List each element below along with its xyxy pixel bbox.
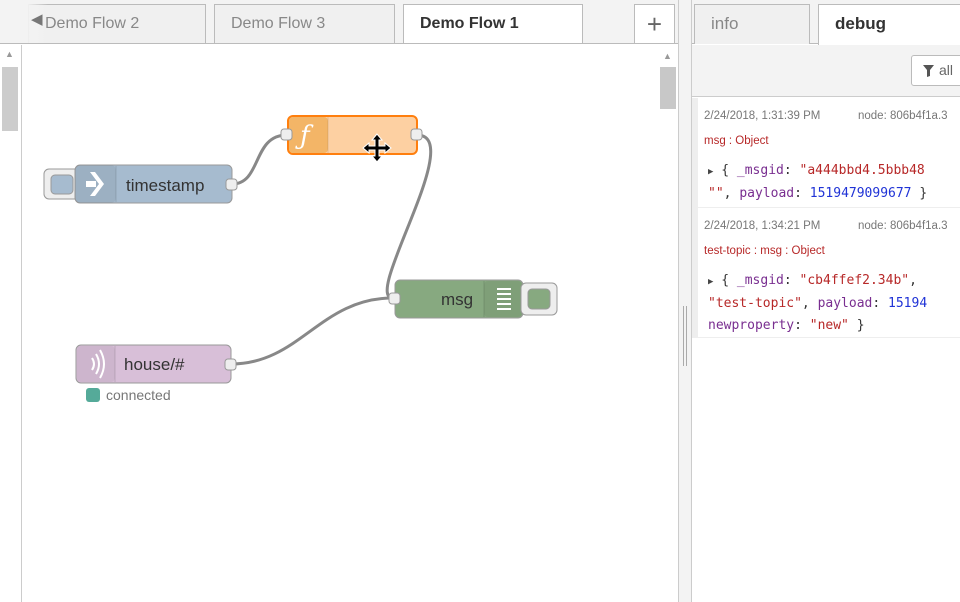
message-body[interactable]: ▶ { _msgid: "cb4ffef2.34b", "test-topic"… [708,273,928,333]
input-port[interactable] [388,292,401,305]
node-label: timestamp [126,176,204,195]
sidebar-tab-bar: info debug [692,0,960,45]
debug-filter-button[interactable]: all [911,55,960,86]
wire-function-msg[interactable] [385,133,433,300]
workspace-vertical-scrollbar[interactable]: ▲ [658,45,678,602]
message-node-link[interactable]: node: 806b4f1a.3 [858,220,948,232]
tab-label: Demo Flow 2 [45,15,140,32]
tab-label: info [711,14,739,33]
status-dot-icon [86,388,100,402]
sidebar: info debug all 2/24/2018, 1:31:39 PM nod… [692,0,960,602]
arrow-in-icon [86,172,104,196]
message-node-link[interactable]: node: 806b4f1a.3 [858,110,948,122]
message-timestamp: 2/24/2018, 1:31:39 PM [704,110,821,122]
wire-mqtt-msg[interactable] [230,296,394,366]
scroll-thumb[interactable] [660,67,676,109]
sidebar-splitter[interactable] [678,0,692,602]
message-body[interactable]: ▶ { _msgid: "a444bbd4.5bbb48 "", payload… [708,163,928,201]
node-label: house/# [124,355,185,374]
message-timestamp: 2/24/2018, 1:34:21 PM [704,220,821,232]
tab-label: debug [835,14,886,33]
flow-workspace[interactable]: ▲ timestamp ƒ [0,45,678,602]
debug-list-icon [497,288,511,310]
tab-scroll-left-button[interactable]: ◀ [0,0,48,43]
filter-label: all [939,62,954,78]
filter-icon [923,65,934,77]
mqtt-in-node[interactable]: house/# connected [75,344,237,403]
tab-label: Demo Flow 3 [231,15,326,32]
message-topic: test-topic : msg : Object [704,245,825,257]
bridge-icon [91,349,105,379]
debug-toolbar: all [692,45,960,97]
output-port[interactable] [224,358,237,371]
tab-debug[interactable]: debug [818,4,960,45]
function-icon: ƒ [295,121,314,151]
move-cursor-icon [362,133,392,163]
tab-label: Demo Flow 1 [420,15,519,32]
output-port[interactable] [225,178,238,191]
debug-message-list: 2/24/2018, 1:31:39 PM node: 806b4f1a.3 m… [692,98,960,338]
node-label: msg [441,290,473,309]
inject-node-timestamp[interactable]: timestamp [43,164,238,204]
node-status: connected [106,387,171,403]
caret-left-icon: ◀ [31,11,43,28]
expand-caret-icon[interactable]: ▶ [708,167,714,177]
expand-caret-icon[interactable]: ▶ [708,277,714,287]
debug-node-msg[interactable]: msg [388,279,558,319]
debug-message[interactable]: 2/24/2018, 1:34:21 PM node: 806b4f1a.3 t… [692,208,960,338]
function-node[interactable]: ƒ [280,115,423,155]
palette-scrollbar[interactable]: ▲ [0,45,22,602]
debug-message[interactable]: 2/24/2018, 1:31:39 PM node: 806b4f1a.3 m… [692,98,960,208]
drag-handle-icon[interactable] [683,306,687,366]
input-port[interactable] [280,128,293,141]
tab-info[interactable]: info [694,4,810,44]
scroll-thumb[interactable] [2,67,18,131]
add-flow-button[interactable]: + [634,4,675,43]
tab-demo-flow-1[interactable]: Demo Flow 1 [403,4,583,43]
tab-demo-flow-2[interactable]: Demo Flow 2 [28,4,206,43]
flow-canvas[interactable]: timestamp ƒ msg [0,45,658,602]
workspace-tab-bar: Demo Flow 2 Demo Flow 3 Demo Flow 1 ◀ + [0,0,678,44]
scroll-up-icon[interactable]: ▲ [5,49,14,59]
message-topic: msg : Object [704,135,769,147]
output-port[interactable] [410,128,423,141]
tab-demo-flow-3[interactable]: Demo Flow 3 [214,4,395,43]
wire-timestamp-function[interactable] [231,133,288,186]
scroll-up-icon[interactable]: ▲ [663,51,672,61]
